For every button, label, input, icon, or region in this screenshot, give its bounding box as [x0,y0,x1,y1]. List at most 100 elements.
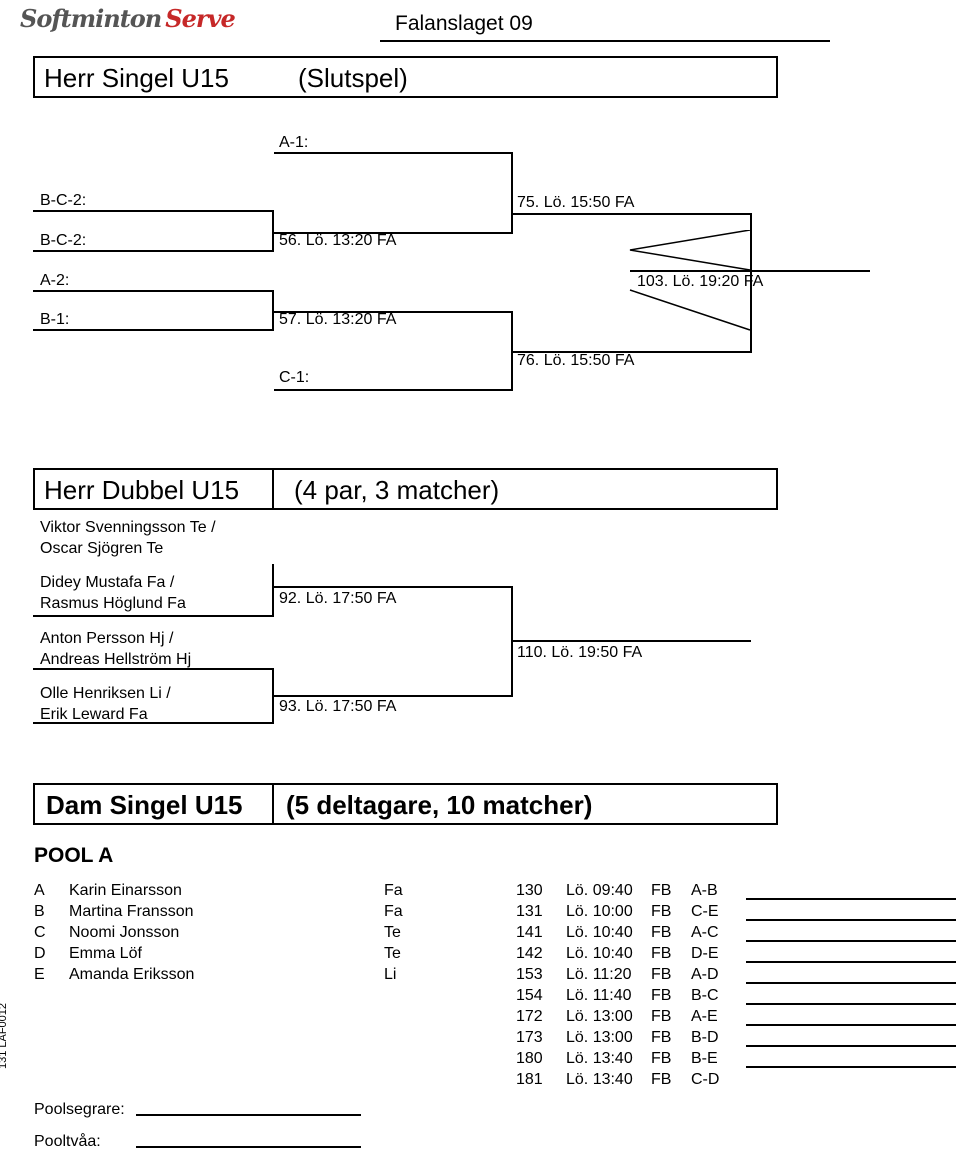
a1-line [274,152,512,154]
match-pair: A-B [691,882,718,899]
match-time: Lö. 10:40 [566,924,633,941]
match-number: 173 [516,1029,543,1046]
herr-singel-header-box [33,56,778,98]
match-court: FB [651,987,672,1004]
match-number: 154 [516,987,543,1004]
player-club: Fa [384,903,403,920]
slot-a1: A-1: [279,134,309,151]
pair-2-line [33,615,273,617]
match-time: Lö. 10:40 [566,945,633,962]
player-letter: D [34,945,46,962]
slot-bc2-b: B-C-2: [40,232,87,249]
m103-line [630,270,870,272]
b1-line [33,329,273,331]
pooltvaa-line [136,1146,361,1148]
dam-singel-header-box [33,783,778,825]
schedule-row: 154 Lö. 11:40 FB B-C [516,984,956,1005]
m92-connector [272,564,274,617]
player-row: B Martina Fransson Fa [34,900,403,921]
player-name: Martina Fransson [69,903,194,920]
player-club: Te [384,924,401,941]
pair-4-player-1: Olle Henriksen Li / [40,685,171,702]
pair-2-player-1: Didey Mustafa Fa / [40,574,175,591]
match-time: Lö. 13:00 [566,1029,633,1046]
match-court: FB [651,1029,672,1046]
result-line [746,1052,956,1068]
m56-line [274,232,512,234]
player-row: E Amanda Eriksson Li [34,963,403,984]
player-letter: B [34,903,45,920]
player-club: Fa [384,882,403,899]
match-number: 131 [516,903,543,920]
m57-line [274,311,512,313]
result-line-cell [746,963,956,984]
result-line-cell [746,1005,956,1026]
match-pair: B-D [691,1029,719,1046]
match-court: FB [651,1071,672,1088]
match-pair: C-D [691,1071,720,1088]
player-name: Noomi Jonsson [69,924,180,941]
result-line-cell [746,942,956,963]
match-time: Lö. 11:20 [566,966,632,983]
schedule-row: 142 Lö. 10:40 FB D-E [516,942,956,963]
logo-part-serve: Serve [165,4,235,33]
player-list: A Karin Einarsson Fa B Martina Fransson … [34,879,403,984]
match-time: Lö. 13:40 [566,1071,633,1088]
herr-dubbel-title: Herr Dubbel U15 [44,475,240,505]
match-schedule: 130 Lö. 09:40 FB A-B 131 Lö. 10:00 FB C-… [516,879,956,1089]
match-time: Lö. 11:40 [566,987,632,1004]
match-number: 142 [516,945,543,962]
player-letter: C [34,924,46,941]
match-pair: B-C [691,987,719,1004]
match-court: FB [651,1050,672,1067]
match-court: FB [651,966,672,983]
m56-connector [272,210,274,252]
player-club: Te [384,945,401,962]
final-connector [750,213,752,353]
match-court: FB [651,924,672,941]
logo-part-softminton: Softminton [20,4,162,33]
result-line-cell [746,879,956,900]
match-56: 56. Lö. 13:20 FA [279,232,397,249]
poolsegrare-line [136,1114,361,1116]
schedule-row: 131 Lö. 10:00 FB C-E [516,900,956,921]
dam-singel-header-divider [272,783,274,825]
match-time: Lö. 13:00 [566,1008,633,1025]
m93-line [274,695,512,697]
dam-singel-subtitle: (5 deltagare, 10 matcher) [286,790,593,820]
result-line-cell [746,1068,956,1089]
result-line [746,905,956,921]
player-row: A Karin Einarsson Fa [34,879,403,900]
slot-c1: C-1: [279,369,310,386]
match-court: FB [651,882,672,899]
pair-3: Anton Persson Hj / Andreas Hellström Hj [40,628,191,670]
player-row: C Noomi Jonsson Te [34,921,403,942]
bc2-b-line [33,250,273,252]
player-name: Karin Einarsson [69,882,182,899]
slot-b1: B-1: [40,311,70,328]
pair-4: Olle Henriksen Li / Erik Leward Fa [40,683,171,725]
match-92: 92. Lö. 17:50 FA [279,590,397,607]
pair-3-player-2: Andreas Hellström Hj [40,651,192,668]
m76-connector [511,311,513,391]
m57-connector [272,290,274,331]
match-93: 93. Lö. 17:50 FA [279,698,397,715]
result-line-cell [746,921,956,942]
match-court: FB [651,945,672,962]
player-name: Emma Löf [69,945,142,962]
poolsegrare-label: Poolsegrare: [34,1101,125,1118]
pair-4-line [33,722,273,724]
pair-1: Viktor Svenningsson Te / Oscar Sjögren T… [40,517,216,559]
match-time: Lö. 13:40 [566,1050,633,1067]
side-code: 131 LAF0012 [0,1002,10,1070]
match-court: FB [651,1008,672,1025]
slot-bc2-a: B-C-2: [40,192,87,209]
player-club: Li [384,966,397,983]
match-75: 75. Lö. 15:50 FA [517,194,635,211]
result-line [746,1010,956,1026]
schedule-row: 173 Lö. 13:00 FB B-D [516,1026,956,1047]
match-number: 181 [516,1071,543,1088]
match-number: 130 [516,882,543,899]
match-pair: D-E [691,945,719,962]
